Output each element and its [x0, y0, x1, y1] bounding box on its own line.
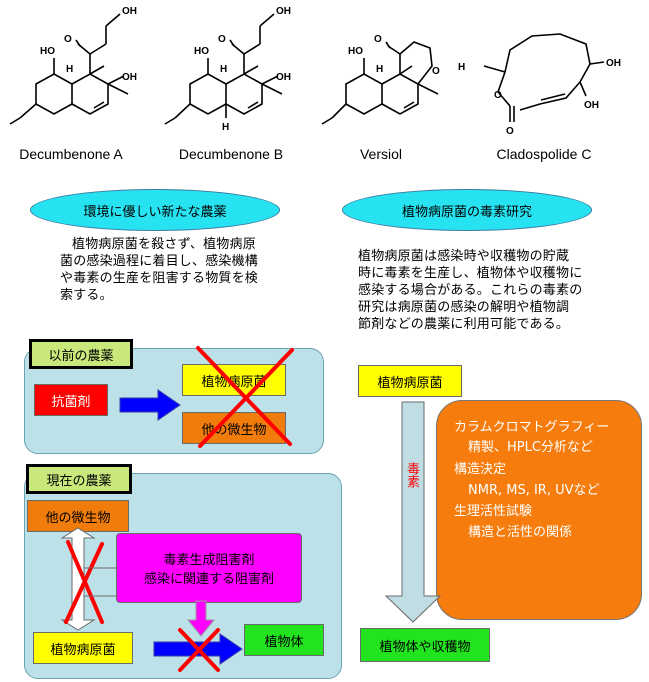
- gray-down-arrow-icon: [384, 401, 442, 623]
- red-cross-icon: [178, 628, 220, 672]
- atom-oh: OH: [276, 6, 291, 17]
- structure-cladospolide-c: [483, 33, 605, 122]
- old-pesticide-tag: 以前の農薬: [29, 339, 133, 369]
- right-description-line: 節剤などの農薬に利用可能である。: [358, 317, 570, 332]
- red-cross-icon: [196, 346, 294, 448]
- atom-h: H: [222, 122, 229, 133]
- right-description: 植物病原菌は感染時や収穫物の貯蔵 時に毒素を生産し、植物体や収穫物に 感染する場…: [358, 248, 640, 333]
- method-column-chromatography: カラムクロマトグラフィー: [454, 420, 610, 435]
- new-other-microbe-label: 他の微生物: [45, 510, 111, 526]
- left-heading-oval: 環境に優しい新たな農薬: [30, 189, 280, 231]
- atom-o: O: [374, 34, 382, 45]
- atom-oh: OH: [276, 72, 291, 83]
- old-pathogen-box: 植物病原菌: [182, 364, 286, 396]
- atom-ho: HO: [40, 46, 55, 57]
- compound-name-versiol: Versiol: [359, 146, 403, 162]
- atom-o: O: [506, 126, 514, 137]
- atom-ho: HO: [348, 46, 363, 57]
- left-description-line: 菌の感染過程に着目し、感染機構: [60, 254, 259, 269]
- right-description-line: 感染する場合がある。これらの毒素の: [358, 283, 583, 298]
- atom-oh: OH: [584, 100, 599, 111]
- target-label: 植物体や収穫物: [379, 639, 471, 655]
- right-heading: 植物病原菌の毒素研究: [401, 204, 532, 220]
- methods-box: [436, 400, 642, 620]
- method-bioassay: 生理活性試験: [454, 504, 533, 519]
- new-pesticide-tag-label: 現在の農薬: [46, 473, 112, 489]
- compound-name-decumbenone-a: Decumbenone A: [19, 146, 123, 162]
- atom-o: O: [64, 34, 72, 45]
- atom-h: H: [220, 64, 227, 75]
- atom-h: H: [458, 62, 465, 73]
- right-description-line: 植物病原菌は感染時や収穫物の貯蔵: [358, 249, 570, 264]
- old-pesticide-tag-label: 以前の農薬: [48, 348, 114, 364]
- left-description-line: 植物病原菌を殺さず、植物病原: [72, 237, 256, 252]
- right-pathogen-label: 植物病原菌: [377, 375, 443, 391]
- method-purification: 精製、HPLC分析など: [468, 440, 593, 455]
- right-description-line: 時に毒素を生産し、植物体や収穫物に: [358, 266, 583, 281]
- atom-oh: OH: [606, 58, 621, 69]
- plant-box: 植物体: [244, 624, 324, 656]
- structure-decumbenone-b: [164, 13, 283, 125]
- right-description-line: 研究は病原菌の感染の解明や植物調: [358, 300, 570, 315]
- left-heading: 環境に優しい新たな農薬: [83, 204, 227, 220]
- new-pathogen-label: 植物病原菌: [50, 642, 116, 658]
- inhibitor-box: 毒素生成阻害剤 感染に関連する阻害剤: [116, 533, 302, 603]
- method-activity-relation: 構造と活性の関係: [468, 525, 573, 540]
- right-pathogen-box: 植物病原菌: [358, 365, 462, 397]
- chemical-structures: OH HO O H OH OH HO O H OH H HO O H O H O…: [9, 6, 621, 137]
- double-arrow-icon: [60, 527, 96, 631]
- atom-oh: OH: [122, 72, 137, 83]
- compound-name-cladospolide-c: Cladospolide C: [496, 146, 592, 162]
- atom-oh: OH: [122, 6, 137, 17]
- new-pathogen-box: 植物病原菌: [33, 632, 133, 664]
- atom-ho: HO: [194, 46, 209, 57]
- atom-h: H: [66, 64, 73, 75]
- new-pesticide-tag: 現在の農薬: [26, 464, 132, 494]
- atom-o: O: [218, 34, 226, 45]
- left-description: 植物病原菌を殺さず、植物病原 菌の感染過程に着目し、感染機構 や毒素の生産を阻害…: [60, 236, 322, 304]
- atom-o: O: [494, 90, 502, 101]
- atom-h: H: [376, 64, 383, 75]
- new-other-microbe-box: 他の微生物: [27, 500, 129, 532]
- red-cross-icon: [64, 540, 104, 624]
- structure-versiol: [321, 41, 439, 125]
- plant-label: 植物体: [264, 634, 304, 650]
- method-spectroscopy: NMR, MS, IR, UVなど: [468, 483, 600, 498]
- toxin-vertical-label: 毒素: [404, 462, 419, 488]
- atom-o: O: [432, 66, 440, 77]
- old-pathogen-label: 植物病原菌: [201, 374, 267, 390]
- antibacterial-box: 抗菌剤: [34, 384, 108, 416]
- blue-arrow-icon: [119, 389, 181, 421]
- structure-decumbenone-a: [9, 13, 129, 125]
- compound-name-decumbenone-b: Decumbenone B: [178, 146, 284, 162]
- old-other-microbe-box: 他の微生物: [182, 412, 286, 444]
- left-description-line: 索する。: [60, 288, 113, 303]
- inhibitor-line-2: 感染に関連する阻害剤: [143, 572, 274, 587]
- magenta-down-arrow-icon: [186, 600, 216, 637]
- method-structure: 構造決定: [454, 462, 507, 477]
- inhibitor-line-1: 毒素生成阻害剤: [163, 553, 255, 568]
- right-heading-oval: 植物病原菌の毒素研究: [342, 189, 592, 231]
- left-description-line: や毒素の生産を阻害する物質を検: [60, 271, 259, 286]
- target-box: 植物体や収穫物: [360, 628, 490, 662]
- antibacterial-label: 抗菌剤: [51, 394, 91, 410]
